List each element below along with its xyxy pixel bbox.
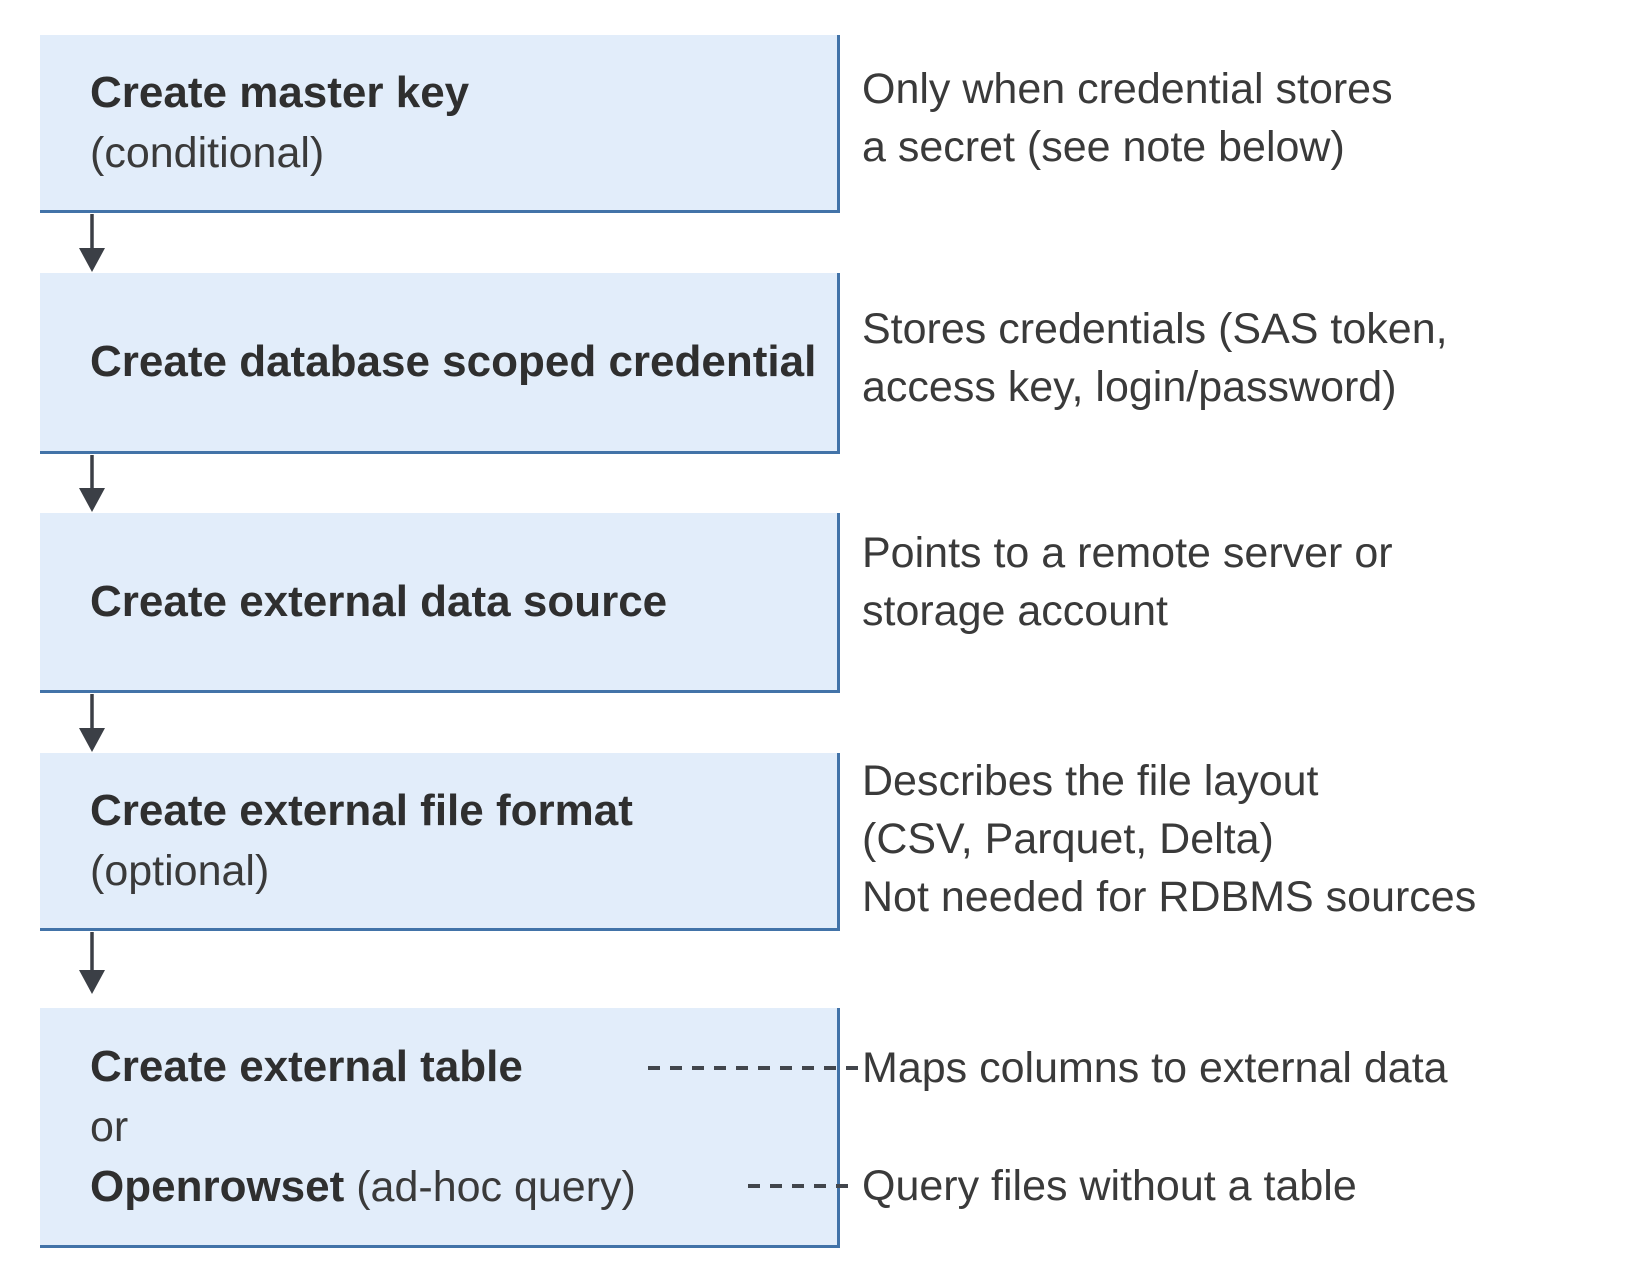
annotation-credential: Stores credentials (SAS token, access ke… bbox=[862, 300, 1632, 416]
step-title: Create external file format bbox=[90, 785, 633, 835]
step-box-external-table-openrowset: Create external table or Openrowset (ad-… bbox=[40, 1008, 840, 1248]
step-title: Create database scoped credential bbox=[90, 337, 817, 386]
step-alt-suffix: (ad-hoc query) bbox=[344, 1162, 636, 1211]
annotation-line: a secret (see note below) bbox=[862, 123, 1345, 171]
step-box-external-data-source: Create external data source bbox=[40, 513, 840, 693]
step-alt-title: Openrowset bbox=[90, 1161, 345, 1211]
down-arrow-icon bbox=[79, 214, 105, 272]
annotation-file-format: Describes the file layout (CSV, Parquet,… bbox=[862, 752, 1632, 926]
step-or-label: or bbox=[90, 1102, 129, 1151]
step-alt-line: Openrowset (ad-hoc query) bbox=[90, 1157, 825, 1217]
annotation-line: Points to a remote server or bbox=[862, 529, 1393, 577]
step-box-database-scoped-credential: Create database scoped credential bbox=[40, 273, 840, 454]
step-subtitle: (conditional) bbox=[90, 128, 325, 177]
down-arrow-icon bbox=[79, 694, 105, 752]
annotation-line: access key, login/password) bbox=[862, 363, 1397, 411]
annotation-line: Not needed for RDBMS sources bbox=[862, 873, 1477, 921]
annotation-line: Query files without a table bbox=[862, 1162, 1357, 1210]
dashed-connector-table bbox=[648, 1066, 858, 1070]
down-arrow-icon bbox=[79, 932, 105, 994]
annotation-line: (CSV, Parquet, Delta) bbox=[862, 815, 1274, 863]
dashed-connector-openrowset bbox=[748, 1184, 858, 1188]
annotation-openrowset: Query files without a table bbox=[862, 1156, 1632, 1216]
annotation-data-source: Points to a remote server or storage acc… bbox=[862, 524, 1632, 640]
down-arrow-icon bbox=[79, 455, 105, 512]
annotation-line: Only when credential stores bbox=[862, 65, 1393, 113]
annotation-external-table: Maps columns to external data bbox=[862, 1038, 1632, 1098]
annotation-master-key: Only when credential stores a secret (se… bbox=[862, 60, 1632, 176]
step-box-create-master-key: Create master key (conditional) bbox=[40, 35, 840, 213]
annotation-line: Stores credentials (SAS token, bbox=[862, 305, 1448, 353]
step-title: Create master key bbox=[90, 67, 470, 117]
annotation-line: Describes the file layout bbox=[862, 757, 1319, 805]
annotation-line: Maps columns to external data bbox=[862, 1044, 1448, 1092]
step-subtitle: (optional) bbox=[90, 846, 270, 895]
step-title: Create external table bbox=[90, 1041, 523, 1091]
step-box-external-file-format: Create external file format (optional) bbox=[40, 753, 840, 931]
step-title: Create external data source bbox=[90, 576, 668, 626]
annotation-line: storage account bbox=[862, 587, 1168, 635]
